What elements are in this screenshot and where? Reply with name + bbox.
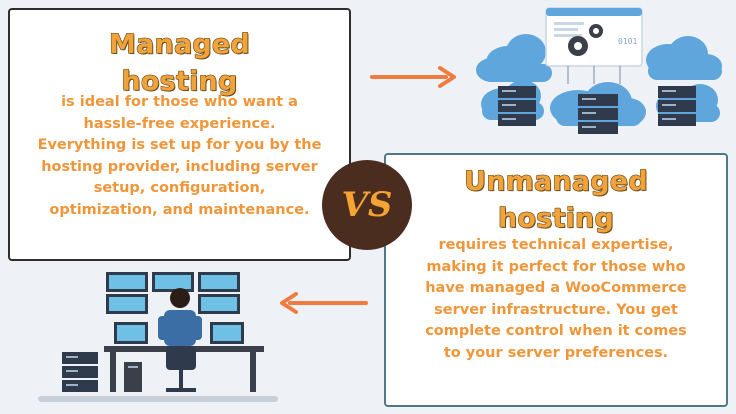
managed-title-line2: hosting [121,66,238,97]
managed-hosting-title: Managed hosting [10,26,349,100]
unmanaged-body-line: complete control when it comes [425,323,687,339]
unmanaged-body-line: server infrastructure. You get [434,301,678,318]
monitor-wall-icon [106,272,240,314]
server-rack-icon [498,86,536,126]
arrow-left-icon [280,292,368,314]
admin-workstation-illustration [38,272,278,402]
unmanaged-title-line2: hosting [498,203,614,234]
cloud-icon [476,34,552,82]
binary-text: 0101 [618,37,637,46]
unmanaged-body-line: to your server preferences. [443,344,669,361]
person-icon [158,288,202,346]
managed-body-line: optimization, and maintenance. [49,201,310,218]
managed-body-line: hosting provider, including server [41,158,318,175]
unmanaged-title-line1: Unmanaged [464,166,648,197]
unmanaged-body-line: have managed a WooCommerce [425,280,687,296]
unmanaged-hosting-title: Unmanaged hosting [386,163,726,237]
unmanaged-body-line: requires technical expertise, [438,237,674,253]
unmanaged-body-line: making it perfect for those who [426,258,686,275]
managed-body-line: hassle-free experience. [83,115,276,132]
arrow-right-icon [370,66,456,88]
unmanaged-hosting-card: Unmanaged hosting requires technical exp… [384,153,728,407]
managed-body-line: setup, configuration, [93,180,266,196]
managed-body-line: Everything is set up for you by the [37,137,322,153]
gear-icon [568,24,603,56]
managed-hosting-description: is ideal for those who want a hassle-fre… [10,92,349,221]
unmanaged-hosting-description: requires technical expertise, making it … [386,235,726,364]
managed-title-line1: Managed [109,29,250,60]
vs-label: VS [341,185,393,225]
cloud-server-illustration: 0101 [476,7,722,134]
managed-hosting-card: Managed hosting is ideal for those who w… [8,8,351,261]
managed-body-line: is ideal for those who want a [61,94,298,110]
vs-badge: VS [322,160,412,250]
